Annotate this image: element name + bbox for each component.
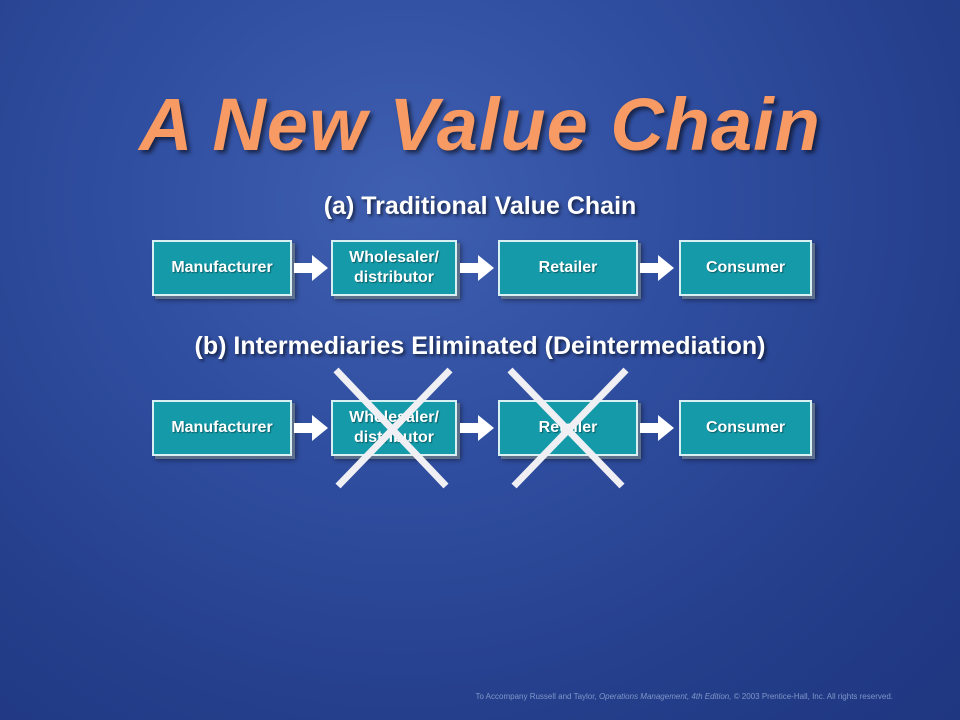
cross-out-icon [507, 367, 629, 489]
arrow-right-icon [640, 415, 674, 441]
node-manufacturer: Manufacturer [152, 400, 292, 456]
traditional-chain-heading: (a) Traditional Value Chain [323, 192, 637, 220]
node-consumer: Consumer [679, 400, 812, 456]
slide-title: A New Value Chain [139, 83, 821, 166]
node-wholesaler-distributor: Wholesaler/ distributor [331, 240, 457, 296]
deintermediation-value-chain: Manufacturer Wholesaler/ distributor Ret… [0, 400, 960, 460]
node-consumer: Consumer [679, 240, 812, 296]
footer-book-title: Operations Management, 4th Edition, [598, 692, 732, 701]
deintermediation-heading: (b) Intermediaries Eliminated (Deinterme… [194, 332, 766, 360]
node-retailer: Retailer [498, 240, 638, 296]
traditional-value-chain: Manufacturer Wholesaler/ distributor Ret… [0, 240, 960, 300]
arrow-right-icon [460, 415, 494, 441]
arrow-right-icon [460, 255, 494, 281]
arrow-right-icon [294, 255, 328, 281]
footer-prefix: To Accompany Russell and Taylor, [475, 692, 599, 701]
cross-out-icon [333, 367, 453, 489]
copyright-footer: To Accompany Russell and Taylor, Operati… [475, 692, 893, 701]
arrow-right-icon [294, 415, 328, 441]
footer-copyright: © 2003 Prentice-Hall, Inc. All rights re… [731, 692, 893, 701]
node-wholesaler-distributor-eliminated: Wholesaler/ distributor [331, 400, 457, 456]
node-manufacturer: Manufacturer [152, 240, 292, 296]
arrow-right-icon [640, 255, 674, 281]
